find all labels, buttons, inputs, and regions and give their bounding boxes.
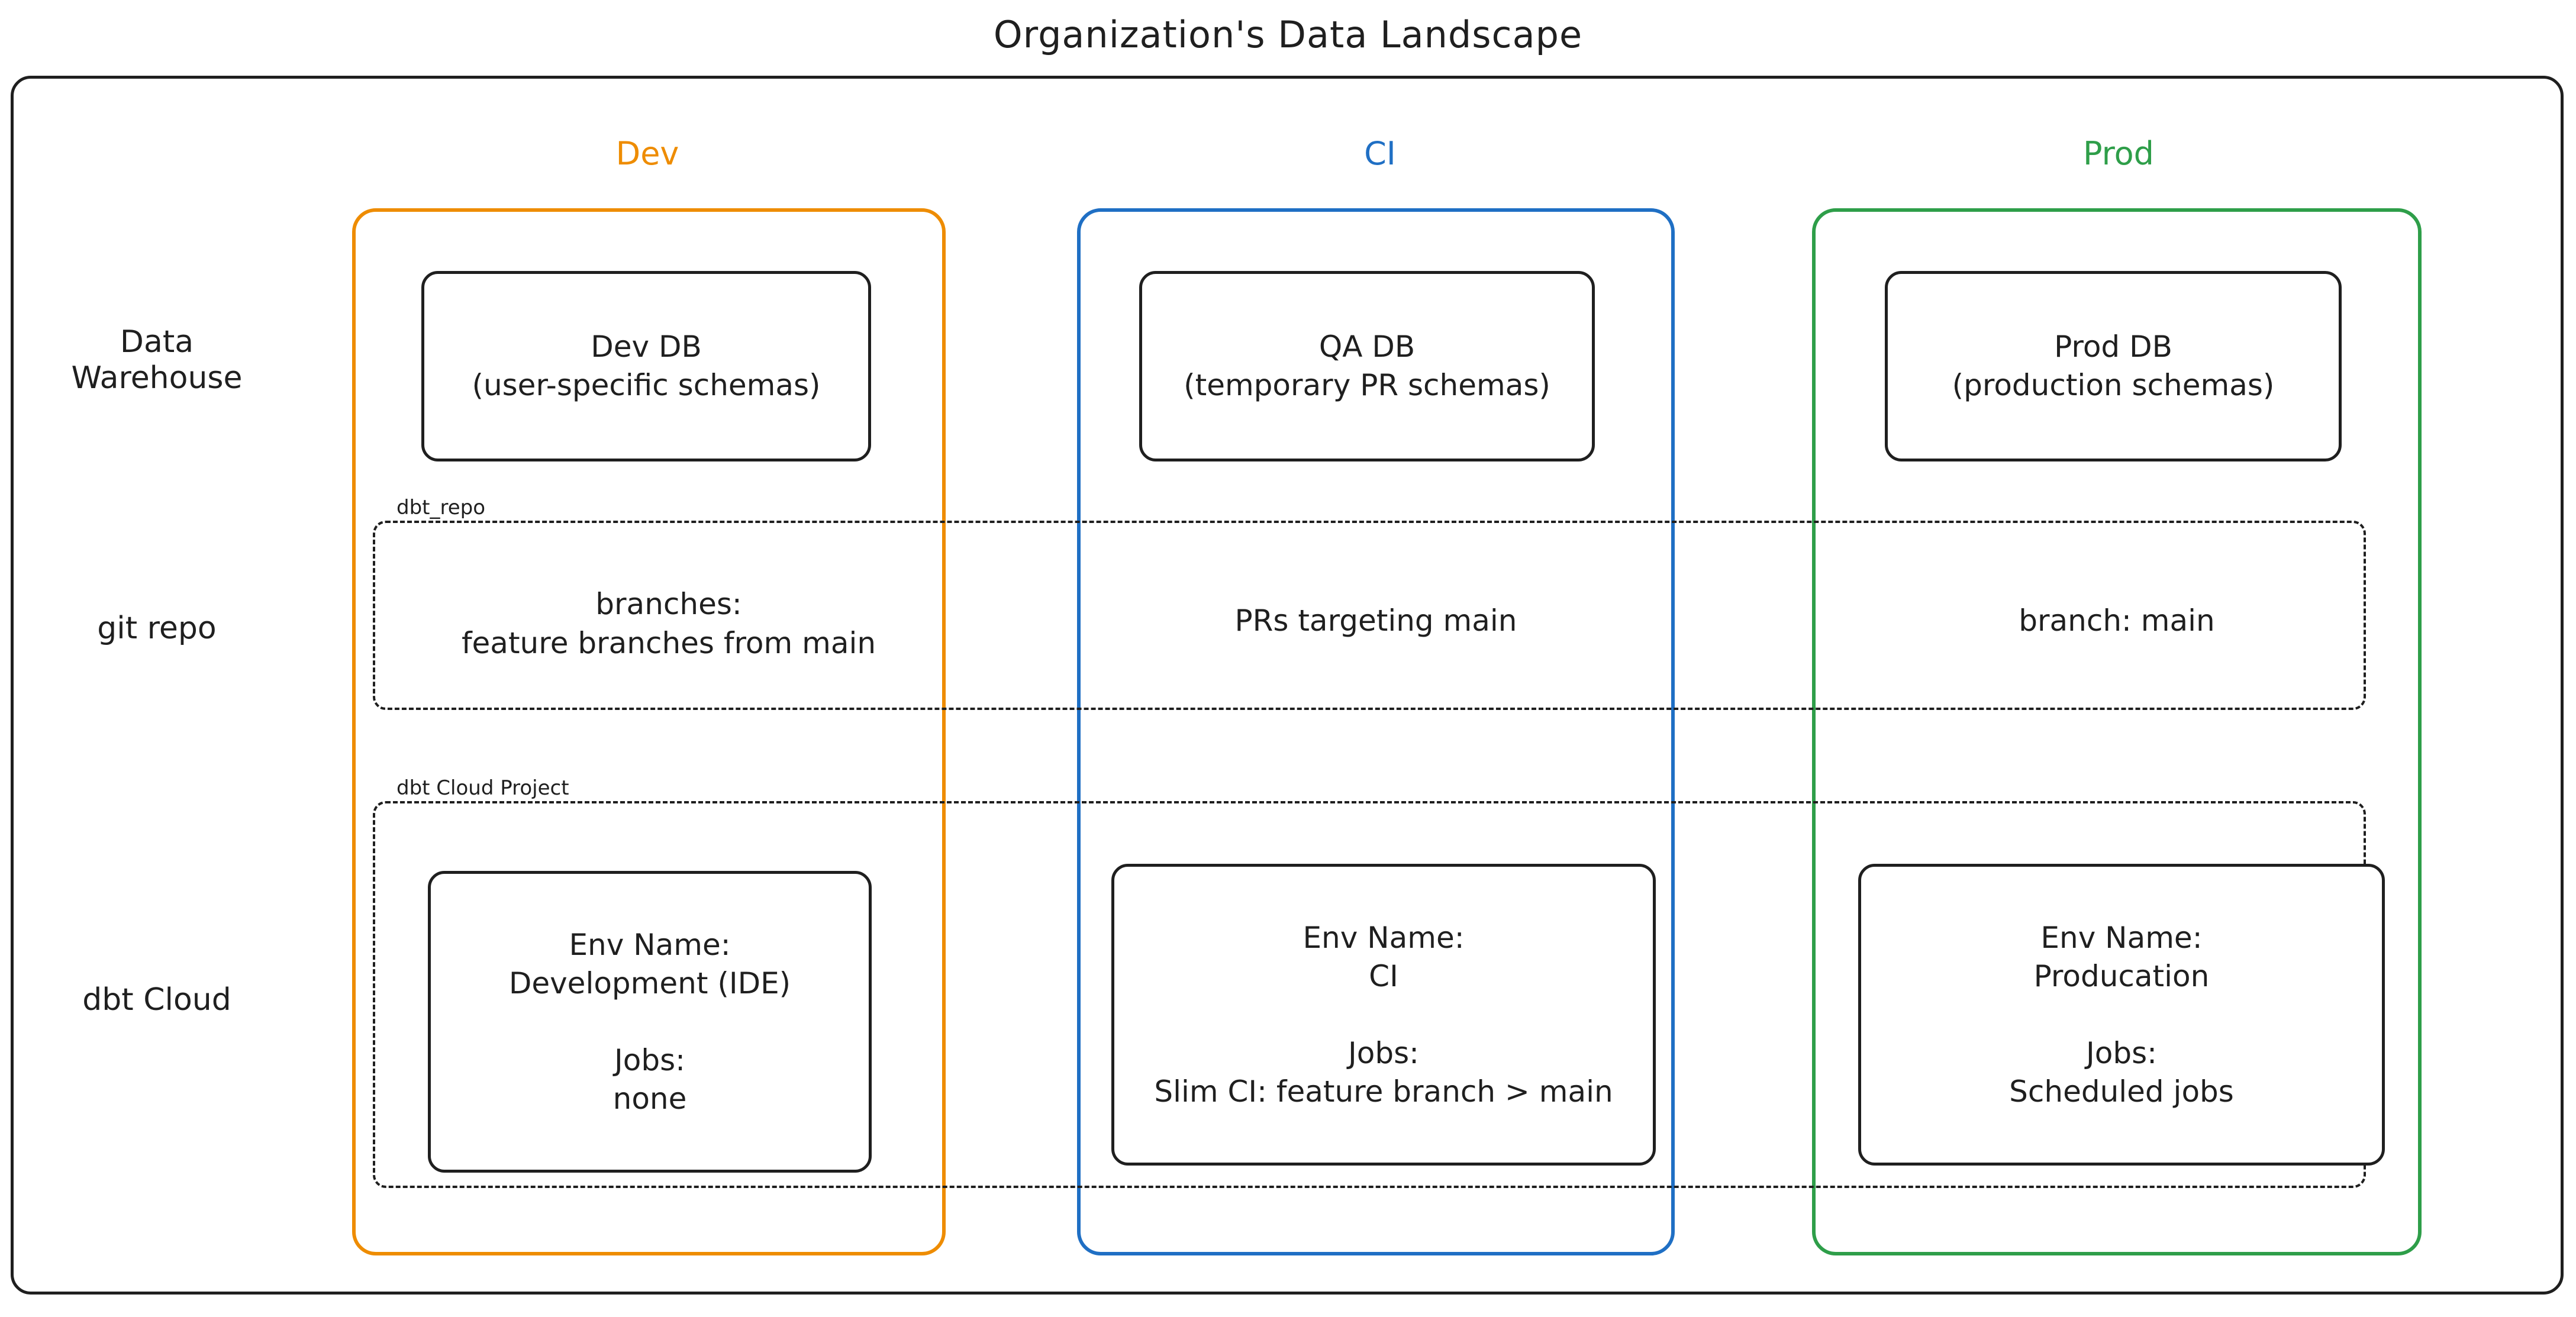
env-header-ci: CI — [1364, 135, 1396, 172]
env-header-dev: Dev — [615, 135, 679, 172]
group-dbt-repo — [373, 521, 2366, 710]
row-label-dbt-cloud: dbt Cloud — [82, 982, 231, 1018]
env-column-dev — [352, 208, 946, 1255]
group-label-dbt-cloud-project: dbt Cloud Project — [392, 776, 574, 800]
node-dev-db[interactable]: Dev DB (user-specific schemas) — [421, 271, 871, 461]
git-repo-text-ci: PRs targeting main — [1234, 603, 1517, 638]
node-prod-db[interactable]: Prod DB (production schemas) — [1885, 271, 2342, 461]
row-label-data-warehouse: Data Warehouse — [71, 324, 243, 396]
node-dbt-cloud-env-ci[interactable]: Env Name: CI Jobs: Slim CI: feature bran… — [1111, 864, 1656, 1166]
outer-frame — [11, 76, 2564, 1295]
node-qa-db[interactable]: QA DB (temporary PR schemas) — [1139, 271, 1595, 461]
page-title: Organization's Data Landscape — [993, 13, 1583, 56]
git-repo-text-prod: branch: main — [2019, 603, 2215, 638]
env-column-ci — [1077, 208, 1675, 1255]
node-dbt-cloud-env-prod[interactable]: Env Name: Producation Jobs: Scheduled jo… — [1858, 864, 2385, 1166]
group-label-dbt-repo: dbt_repo — [392, 496, 491, 519]
env-column-prod — [1812, 208, 2422, 1255]
env-header-prod: Prod — [2083, 135, 2154, 172]
row-label-git-repo: git repo — [97, 611, 217, 646]
node-dbt-cloud-env-dev[interactable]: Env Name: Development (IDE) Jobs: none — [428, 871, 872, 1173]
git-repo-text-dev: branches: feature branches from main — [461, 587, 876, 660]
